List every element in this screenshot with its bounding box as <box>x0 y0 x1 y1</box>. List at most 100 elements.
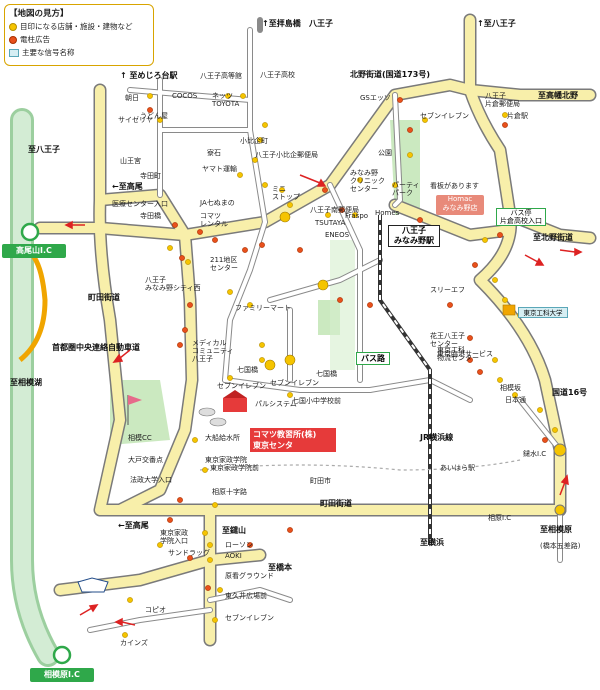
pole-ad-dot-icon <box>247 542 253 548</box>
map-label-l29: メディカルコミュニティ八王子 <box>192 338 234 363</box>
signal-name-box-icon <box>9 48 19 57</box>
minamino-station-label: 八王子 みなみ野駅 <box>388 225 440 247</box>
map-label-l68: 看板があります <box>430 181 479 190</box>
red-arrows <box>64 174 583 627</box>
landmark-dot-icon <box>287 202 293 208</box>
pole-ad-dot-icon <box>167 517 173 523</box>
landmark-dot-icon <box>202 530 208 536</box>
legend-item-signal: 主要な信号名称 <box>9 47 149 58</box>
map-label-l37: 東京家政学院前 <box>210 463 259 472</box>
map-label-jr-yokohama: JR横浜線 <box>419 432 453 442</box>
pole-ad-dot-icon <box>197 229 203 235</box>
map-label-l13: 医療センター入口 <box>112 199 168 208</box>
landmark-dot-icon <box>207 542 213 548</box>
pole-ad-dot-icon <box>322 187 328 193</box>
map-dots <box>122 93 558 638</box>
map-label-l35: 大戸交番点 <box>128 455 163 464</box>
landmark-dot-icon <box>167 245 173 251</box>
ic-markers <box>20 222 567 665</box>
map-label-l63: セブンイレブン <box>270 378 319 387</box>
pole-ad-dot-icon <box>337 297 343 303</box>
map-label-l49: GSエッソ <box>360 94 391 102</box>
map-label-l10: 小比企町 <box>240 136 268 145</box>
homac-callout: Homac みなみ野店 <box>436 195 484 215</box>
map-label-l4: 八王子高等館 <box>200 71 242 80</box>
komatsu-title: コマツ教習所(株) <box>253 430 317 439</box>
pole-ad-dot-icon <box>187 555 193 561</box>
legend-box: 【地図の見方】 目印になる店舗・施設・建物など 電柱広告 主要な信号名称 <box>4 4 154 66</box>
map-label-l45: カインズ <box>120 638 148 647</box>
landmark-dot-icon <box>502 112 508 118</box>
map-label-l17: コマツレンタル <box>200 212 228 228</box>
map-label-l11: 八王子小比企郵便局 <box>255 150 318 159</box>
pole-ad-dot-icon <box>177 342 183 348</box>
pole-ad-dot-icon <box>177 497 183 503</box>
map-label-l12: ヤマト運輸 <box>202 164 237 173</box>
pole-ad-dot-icon <box>367 302 373 308</box>
legend-label: 主要な信号名称 <box>22 48 75 57</box>
komatsu-building <box>198 390 247 427</box>
landmark-dot-icon <box>157 542 163 548</box>
map-label-l43: 原看グラウンド <box>225 571 274 580</box>
map-label-l28: ファミリーマート <box>235 304 291 312</box>
map-label-l64: 七国橋 <box>237 365 258 374</box>
katakura-school-label: 片倉高校入口 <box>500 217 542 225</box>
landmark-dot-icon <box>502 297 508 303</box>
map-label-l40: サンドラッグ <box>168 548 210 557</box>
map-label-l18: ミニストップ <box>272 185 300 201</box>
university-icon <box>502 304 516 316</box>
landmark-dot-icon <box>247 302 253 308</box>
map-label-to-takaokitano: 至高幡北野 <box>538 90 578 100</box>
landmark-dot-icon <box>325 212 331 218</box>
map-label-l39: 東京家政学院入口 <box>160 528 188 545</box>
landmark-dot-icon <box>207 557 213 563</box>
pole-ad-dot-icon <box>179 255 185 261</box>
landmark-dot-icon <box>192 437 198 443</box>
map-label-l69: パーティパーク <box>392 181 420 197</box>
map-label-l52: 片倉駅 <box>507 111 528 120</box>
map-label-to-yokohama: 至横浜 <box>420 537 444 547</box>
landmark-dot-icon <box>497 377 503 383</box>
map-label-l21: TSUTAYA <box>314 219 346 227</box>
map-label-to-sagamiko: 至相模湖 <box>10 377 42 387</box>
landmark-dot-icon <box>512 392 518 398</box>
map-label-l57: 東京臨港サービス <box>437 349 493 358</box>
map-label-yarimizu-ic: 鑓水I.C <box>523 449 546 458</box>
map-label-l15: 寺田橋 <box>140 211 161 220</box>
map-label-l58: 相模坂 <box>500 383 521 392</box>
map-label-to-hachioji-left: 至八王子 <box>28 145 60 154</box>
map-label-chuo-expressway: 首都圏中央連絡自動車道 <box>52 342 140 352</box>
landmark-dot-icon <box>147 93 153 99</box>
map-label-l2: COCOS <box>172 92 198 100</box>
map-labels: ↑至拝島橋 八王子↑至八王子↑ 至めじろ台駅至高幡北野至北野街道←至高尾←至高尾… <box>10 18 587 647</box>
map-label-l32: パルシステム <box>255 400 297 408</box>
landmark-dot-icon <box>257 137 263 143</box>
map-label-l42: AOKI <box>225 552 242 560</box>
pole-ad-dot-icon <box>182 327 188 333</box>
map-label-l48: 町田市 <box>310 476 331 485</box>
pole-ad-dot-icon <box>287 527 293 533</box>
map-label-l9: 寮石 <box>207 148 221 157</box>
map-label-machida-kaido-v: 町田街道 <box>88 292 120 302</box>
map-label-to-hashimoto: 至橋本 <box>268 562 292 572</box>
map-label-l23: Homes <box>375 209 400 217</box>
map-label-l41: ローソン <box>225 541 253 549</box>
park-area-bus <box>330 240 355 370</box>
map-label-l51: 八王子片倉郵便局 <box>485 92 520 108</box>
landmark-dot-icon <box>122 632 128 638</box>
pole-ad-dot-icon <box>187 302 193 308</box>
map-label-to-takao-2: ←至高尾 <box>118 520 149 530</box>
komatsu-label: コマツ教習所(株) 東京センタ <box>250 428 336 452</box>
map-label-l16: JA七ぬまの <box>199 198 235 207</box>
chuo-expressway-core <box>12 111 57 664</box>
pole-ad-dot-icon <box>172 222 178 228</box>
map-label-l55: 花王八王子センター <box>430 331 465 348</box>
map-label-l20: 八王子南郵便局 <box>310 205 359 214</box>
pole-ad-dot-icon <box>297 247 303 253</box>
landmark-dot-icon <box>227 375 233 381</box>
map-label-l1: サイゼリヤ <box>118 115 153 124</box>
map-label-l46: コピオ <box>145 606 166 614</box>
route-419-shield <box>77 577 109 593</box>
pole-ad-dot-icon <box>467 357 473 363</box>
map-label-l7: 朝日 <box>125 94 139 102</box>
